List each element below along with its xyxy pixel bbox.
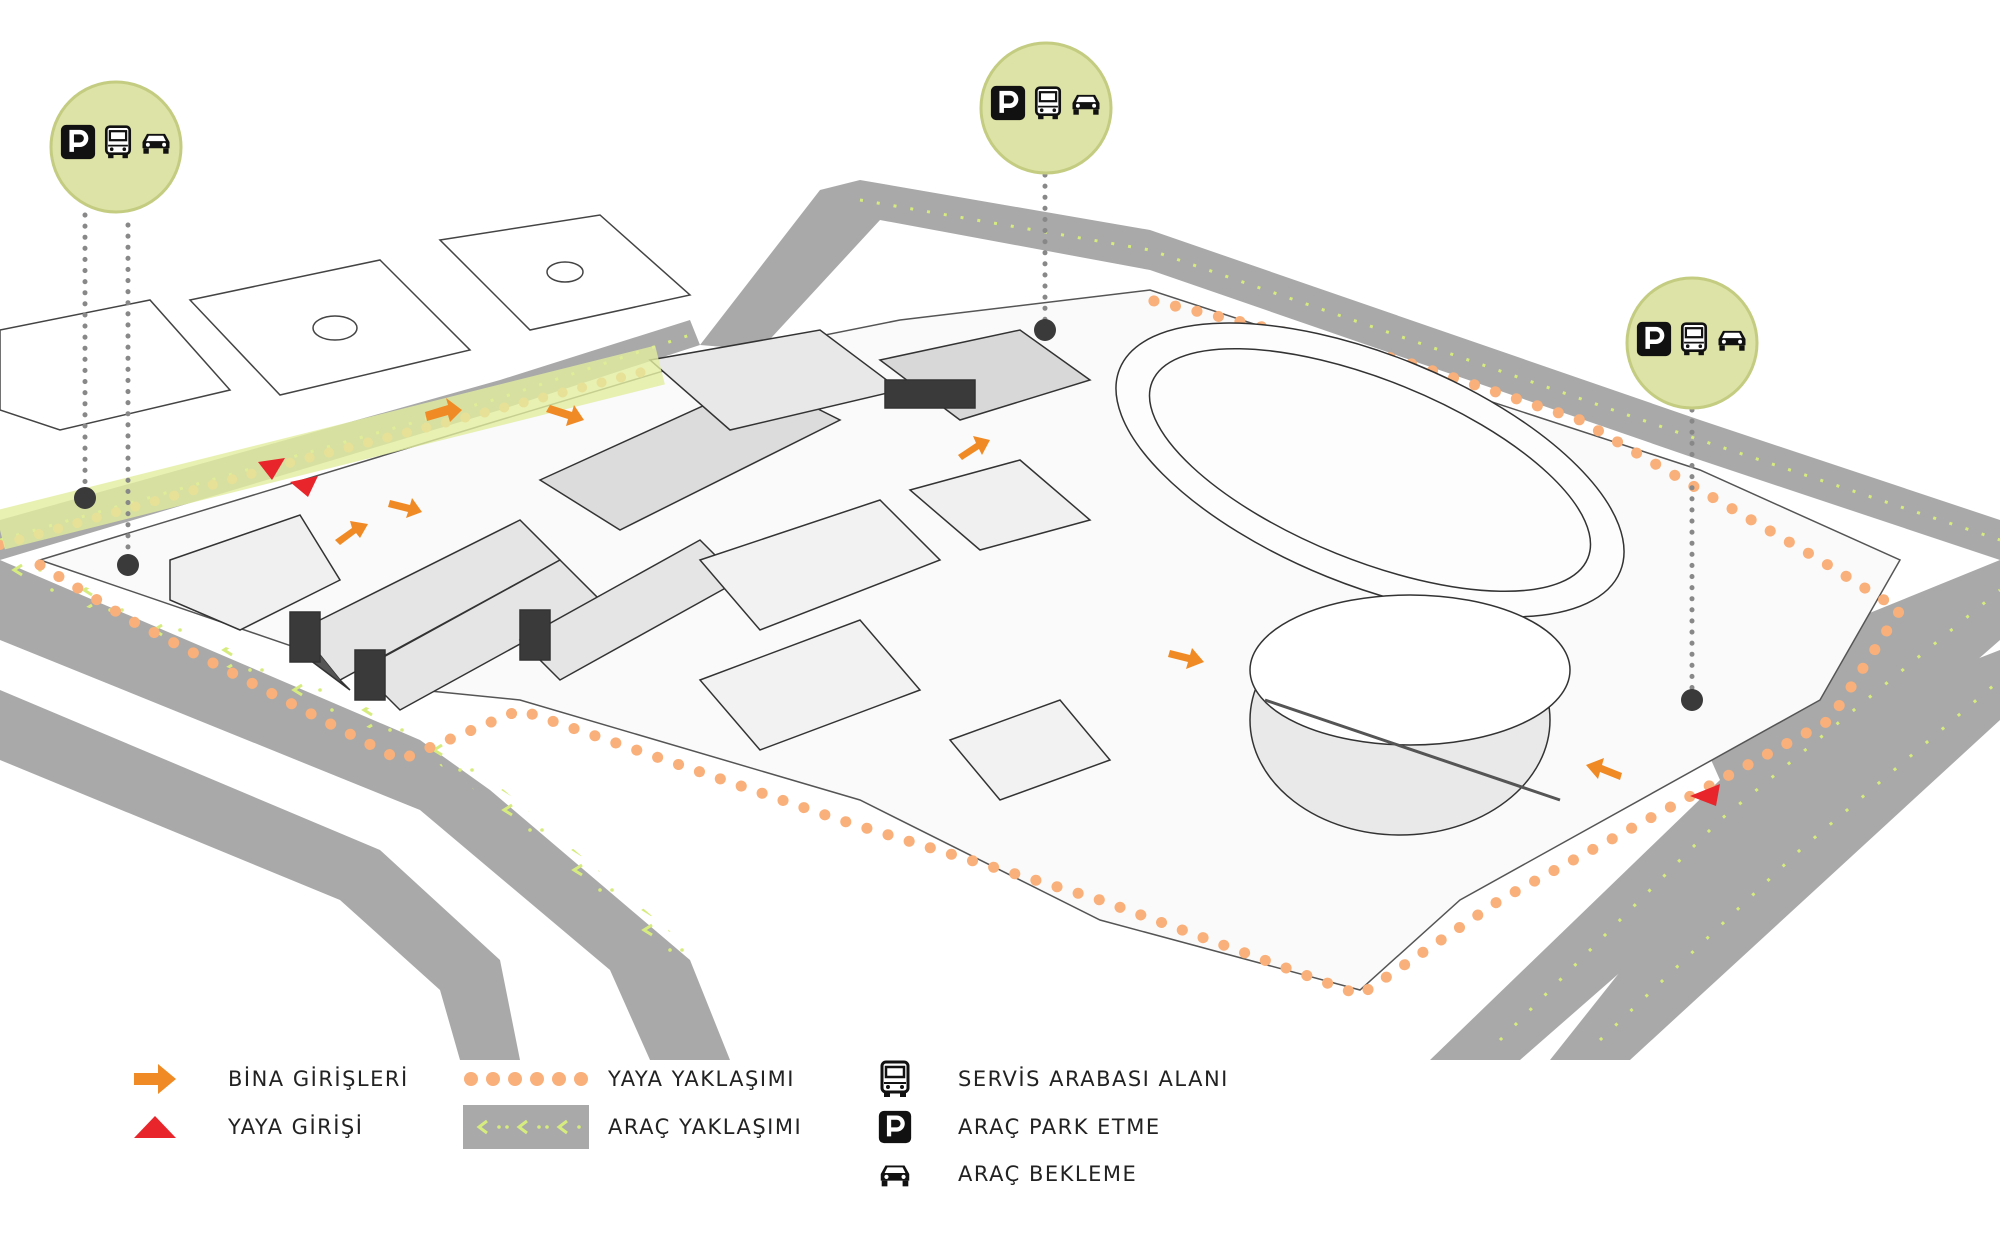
entry-arrow	[546, 405, 584, 426]
access-badge-west	[49, 80, 183, 214]
access-connectors	[82, 172, 1695, 703]
entry-arrow	[958, 436, 990, 460]
legend-shuttle-area: SERVİS ARABASI ALANI	[850, 1057, 1229, 1101]
legend-vehicle-waiting: ARAÇ BEKLEME	[850, 1152, 1137, 1196]
entry-arrow	[388, 498, 422, 518]
pedestrian-entrance-marker	[1690, 784, 1720, 806]
legend-label-shuttle-area: SERVİS ARABASI ALANI	[958, 1067, 1229, 1091]
legend-pedestrian-entrance: YAYA GİRİŞİ	[100, 1105, 363, 1149]
entry-arrow	[1168, 648, 1204, 669]
access-badge-east	[1625, 276, 1759, 410]
orange-arrow-icon	[134, 1064, 176, 1094]
orange-dotted-line-icon	[464, 1072, 588, 1086]
entry-arrow	[425, 398, 462, 422]
access-pin-west-2	[117, 554, 139, 576]
football-fields	[0, 214, 692, 431]
site-plan-map	[0, 41, 2000, 1060]
red-triangle-icon	[134, 1116, 176, 1138]
legend-vehicle-approach: ARAÇ YAKLAŞIMI	[462, 1105, 802, 1149]
access-pin-west	[74, 487, 96, 509]
running-track	[1115, 322, 1625, 618]
legend-label-vehicle-parking: ARAÇ PARK ETME	[958, 1115, 1161, 1139]
pedestrian-entrance-marker	[290, 476, 318, 497]
entry-arrow	[1586, 758, 1622, 780]
building-entry-arrows	[335, 398, 1622, 780]
road-arrow-band-icon	[463, 1105, 589, 1149]
pedestrian-entrances	[258, 458, 1720, 806]
access-pin-east	[1681, 689, 1703, 711]
legend-label-vehicle-waiting: ARAÇ BEKLEME	[958, 1162, 1138, 1186]
car-icon	[880, 1165, 910, 1187]
entry-arrow	[335, 521, 368, 545]
legend-label-pedestrian-approach: YAYA YAKLAŞIMI	[608, 1067, 795, 1091]
legend-building-entrances: BİNA GİRİŞLERİ	[100, 1057, 409, 1101]
legend-label-building-entrances: BİNA GİRİŞLERİ	[228, 1067, 409, 1091]
parking-icon	[878, 1110, 912, 1144]
legend-vehicle-parking: ARAÇ PARK ETME	[850, 1105, 1161, 1149]
circular-sports-hall	[1249, 594, 1571, 836]
access-pins	[74, 319, 1703, 711]
legend-label-vehicle-approach: ARAÇ YAKLAŞIMI	[608, 1115, 803, 1139]
access-badge-north	[979, 41, 1113, 175]
school-buildings	[169, 329, 1112, 801]
pedestrian-approach-path	[34, 294, 1908, 1002]
pedestrian-entrance-marker	[258, 458, 285, 480]
legend-label-pedestrian-entrance: YAYA GİRİŞİ	[228, 1115, 364, 1139]
school-bus-icon	[880, 1060, 910, 1097]
access-pin-north	[1034, 319, 1056, 341]
legend-pedestrian-approach: YAYA YAKLAŞIMI	[462, 1057, 795, 1101]
central-pedestrian-axis	[0, 345, 665, 550]
